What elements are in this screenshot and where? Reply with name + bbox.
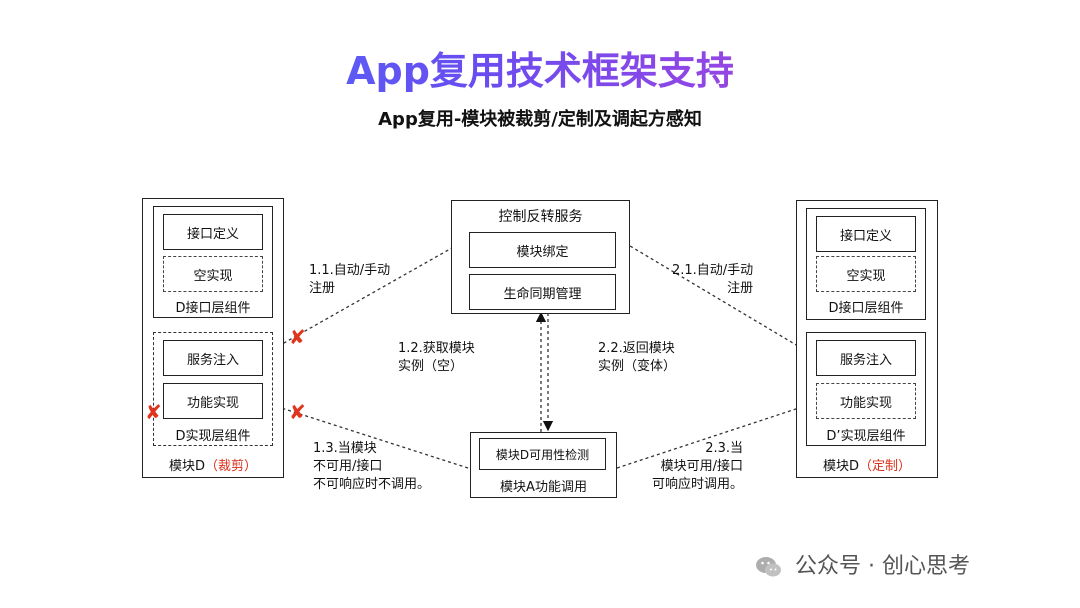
left-function-impl: 功能实现 bbox=[163, 383, 263, 419]
right-interface-definition: 接口定义 bbox=[816, 216, 916, 252]
right-module-tag: （定制） bbox=[859, 459, 912, 474]
note-2-2: 2.2.返回模块 实例（变体） bbox=[598, 341, 677, 374]
blocked-x-icon: ✘ bbox=[289, 325, 306, 349]
arrow-1-1 bbox=[267, 239, 468, 353]
note-1-2: 1.2.获取模块 实例（空） bbox=[398, 341, 475, 374]
module-a-caller-label: 模块A功能调用 bbox=[500, 480, 587, 495]
page-subtitle: App复用-模块被裁剪/定制及调起方感知 bbox=[378, 109, 702, 130]
watermark: 公众号 · 创心思考 bbox=[795, 554, 970, 579]
arrow-2-1 bbox=[618, 239, 809, 353]
left-interface-definition: 接口定义 bbox=[163, 214, 263, 250]
right-impl-layer-label: D’实现层组件 bbox=[826, 429, 906, 444]
blocked-x-icon: ✘ bbox=[145, 400, 162, 424]
right-interface-layer-label: D接口层组件 bbox=[828, 301, 904, 316]
blocked-x-icon: ✘ bbox=[289, 400, 306, 424]
lifecycle-management: 生命同期管理 bbox=[469, 274, 616, 310]
note-2-1: 2.1.自动/手动 注册 bbox=[672, 263, 754, 296]
left-impl-layer bbox=[153, 332, 273, 446]
left-interface-layer-label: D接口层组件 bbox=[175, 301, 251, 316]
right-module-label: 模块D（定制） bbox=[822, 459, 912, 474]
right-empty-impl: 空实现 bbox=[816, 256, 916, 292]
ioc-service-title: 控制反转服务 bbox=[498, 209, 583, 225]
right-service-injection: 服务注入 bbox=[816, 340, 916, 376]
availability-check: 模块D可用性检测 bbox=[479, 438, 606, 470]
left-service-injection: 服务注入 bbox=[163, 340, 263, 376]
left-impl-layer-label: D实现层组件 bbox=[175, 429, 251, 444]
right-function-impl: 功能实现 bbox=[816, 383, 916, 419]
left-empty-impl: 空实现 bbox=[163, 256, 263, 292]
module-binding: 模块绑定 bbox=[469, 232, 616, 268]
note-1-1: 1.1.自动/手动 注册 bbox=[309, 263, 391, 296]
page-title: App复用技术框架支持 bbox=[0, 40, 1080, 95]
arrow-1-3 bbox=[270, 402, 469, 469]
note-1-3: 1.3.当模块 不可用/接口 不可响应时不调用。 bbox=[313, 441, 431, 492]
wechat-icon bbox=[756, 557, 781, 577]
left-module-tag: （裁剪） bbox=[205, 459, 258, 474]
note-2-3: 2.3.当 模块可用/接口 可响应时调用。 bbox=[652, 441, 744, 492]
left-module-label: 模块D（裁剪） bbox=[168, 459, 258, 474]
